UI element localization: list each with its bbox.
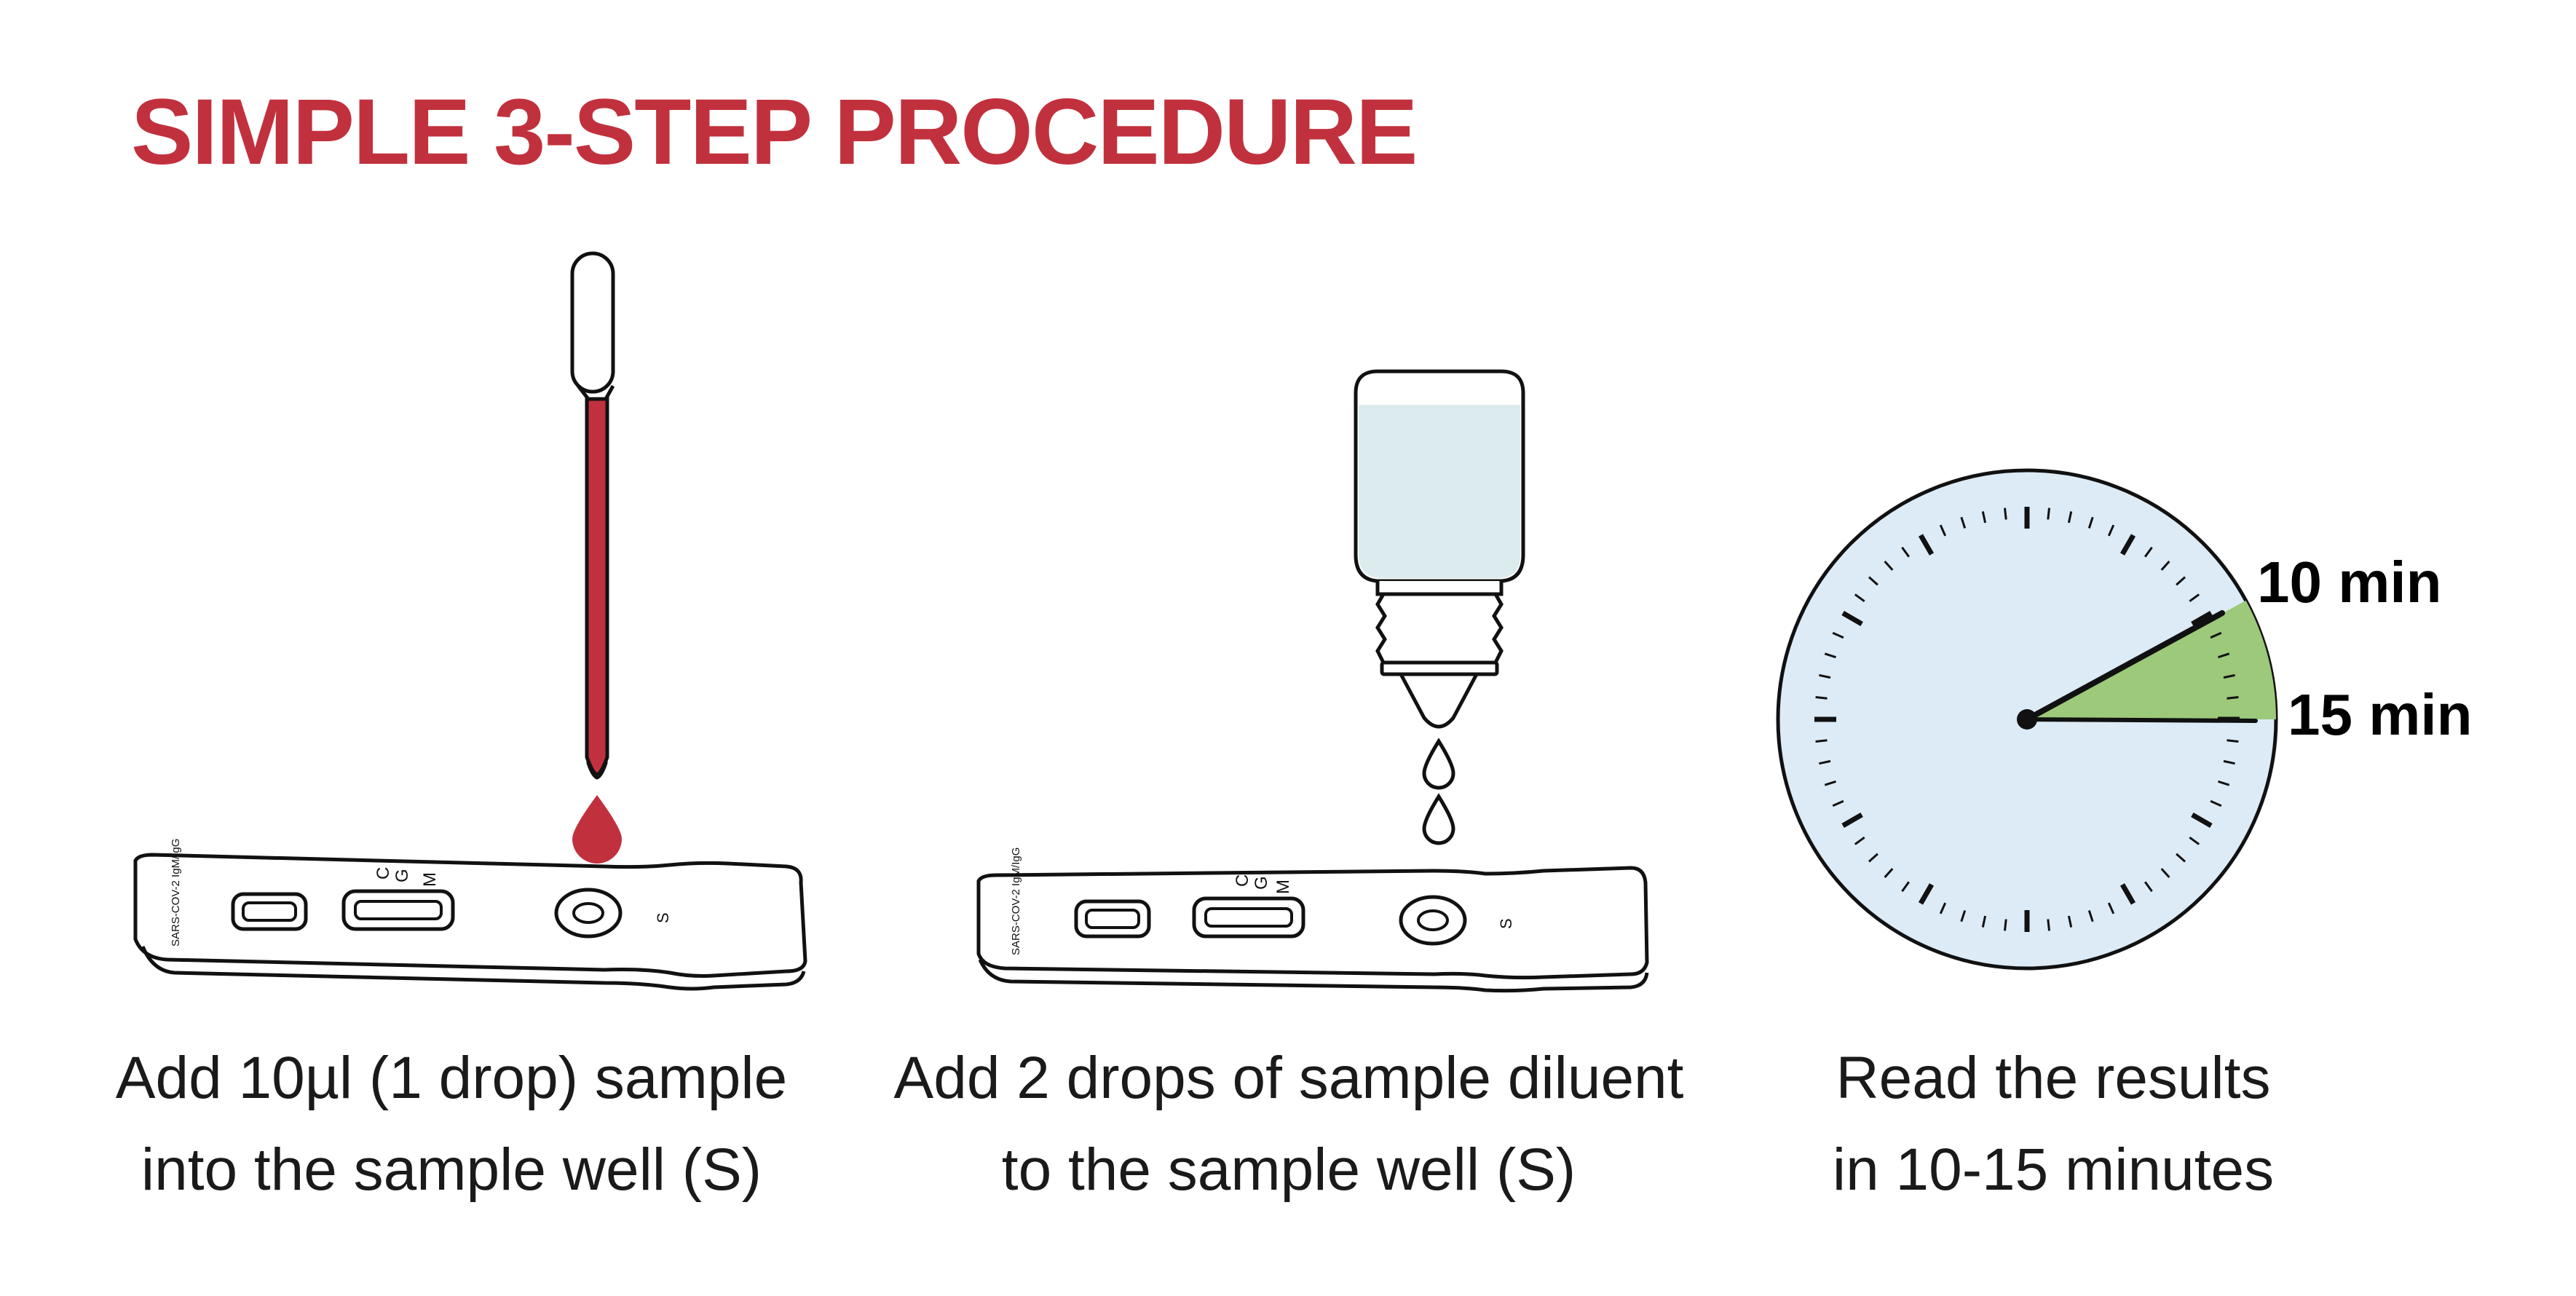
cassette-label: SARS-COV-2 IgM/IgG (1010, 847, 1022, 955)
minute-tick (1960, 516, 1967, 529)
step-2-line-1: Add 2 drops of sample diluent (893, 1045, 1684, 1111)
step-3-line-2: in 10-15 minutes (1832, 1137, 2275, 1203)
hour-tick (1841, 610, 1863, 627)
dropper-bottle-icon (1354, 369, 1525, 729)
minute-tick (2227, 696, 2239, 700)
minute-tick (1824, 652, 1836, 659)
minute-tick (1884, 560, 1894, 571)
minute-tick (2004, 919, 2007, 931)
diluent-drop-icon (1422, 793, 1455, 845)
pipette-icon (570, 251, 615, 780)
hour-tick (2119, 534, 2136, 556)
hour-tick (1841, 812, 1863, 829)
minute-tick (1960, 910, 1967, 922)
minute-tick (2210, 799, 2222, 807)
diluent-drop-icon (1422, 738, 1455, 790)
minute-tick (2087, 516, 2094, 529)
clock-ticks (1814, 507, 2240, 932)
minute-tick (1981, 511, 1987, 523)
step-1-line-2: into the sample well (S) (141, 1137, 762, 1203)
hour-tick (2119, 883, 2136, 905)
blood-drop-icon (572, 795, 622, 864)
minute-tick (2189, 836, 2200, 845)
end-hand (2025, 717, 2258, 723)
minute-tick (2047, 919, 2050, 931)
minute-tick (2189, 593, 2200, 603)
hour-tick (1918, 534, 1935, 556)
line-m-label: M (1273, 880, 1293, 894)
minute-tick (2227, 739, 2239, 743)
minute-tick (2210, 631, 2222, 639)
minute-tick (2176, 576, 2186, 586)
hour-tick (2191, 610, 2213, 627)
minute-tick (2047, 507, 2050, 520)
clock-label-15-min: 15 min (2288, 682, 2473, 747)
minute-tick (1815, 696, 1828, 700)
line-g-label: G (1252, 876, 1271, 890)
well-label: S (1497, 918, 1515, 929)
minute-tick (2223, 759, 2235, 765)
clock-label-10-min: 10 min (2257, 550, 2442, 615)
hour-tick (1918, 883, 1935, 905)
minute-tick (1884, 868, 1894, 879)
minute-tick (1815, 739, 1828, 743)
minute-tick (1939, 902, 1947, 914)
hour-tick (2191, 812, 2213, 829)
page-title: SIMPLE 3-STEP PROCEDURE (131, 80, 1418, 184)
step-2-line-2: to the sample well (S) (1001, 1137, 1576, 1203)
minute-tick (2176, 853, 2186, 863)
minute-tick (2218, 652, 2230, 659)
minute-tick (1824, 780, 1836, 786)
minute-tick (1819, 759, 1831, 765)
step-1-caption: Add 10µl (1 drop) sample into the sample… (87, 1032, 815, 1216)
minute-tick (1854, 836, 1865, 845)
minute-tick (2223, 673, 2235, 679)
minute-tick (1901, 881, 1911, 893)
minute-tick (2160, 560, 2170, 571)
minute-tick (2087, 910, 2094, 922)
step-1-line-1: Add 10µl (1 drop) sample (115, 1045, 788, 1111)
minute-tick (2218, 780, 2230, 786)
minute-tick (2067, 511, 2073, 523)
clock-center (2017, 709, 2037, 730)
minute-tick (2107, 902, 2115, 914)
minute-tick (2004, 507, 2007, 520)
clock-segment-10-15 (2027, 600, 2276, 719)
minute-tick (1832, 631, 1844, 639)
minute-tick (1854, 593, 1865, 603)
line-g-label: G (392, 869, 412, 882)
minute-hand (2024, 610, 2225, 722)
minute-tick (1868, 576, 1878, 586)
line-c-label: C (374, 867, 393, 880)
line-m-label: M (420, 872, 440, 887)
minute-tick (2107, 524, 2115, 537)
minute-tick (1819, 673, 1831, 679)
minute-tick (1868, 853, 1878, 863)
cassette-label: SARS-COV-2 IgM/IgG (170, 839, 182, 947)
step-3-caption: Read the results in 10-15 minutes (1733, 1032, 2374, 1216)
test-cassette-icon: SARS-COV-2 IgM/IgG C G M S (133, 839, 807, 991)
minute-tick (1901, 546, 1911, 558)
test-cassette-icon: SARS-COV-2 IgM/IgG C G M S (976, 847, 1649, 993)
clock-icon (1776, 468, 2278, 971)
minute-tick (2160, 868, 2170, 879)
minute-tick (2067, 915, 2073, 928)
well-label: S (654, 912, 672, 923)
step-2-caption: Add 2 drops of sample diluent to the sam… (888, 1032, 1689, 1216)
minute-tick (2144, 546, 2153, 558)
minute-tick (1981, 915, 1987, 928)
minute-tick (2144, 881, 2153, 893)
line-c-label: C (1233, 874, 1252, 887)
minute-tick (1939, 524, 1947, 537)
step-3-line-1: Read the results (1836, 1045, 2271, 1111)
minute-tick (1832, 799, 1844, 807)
